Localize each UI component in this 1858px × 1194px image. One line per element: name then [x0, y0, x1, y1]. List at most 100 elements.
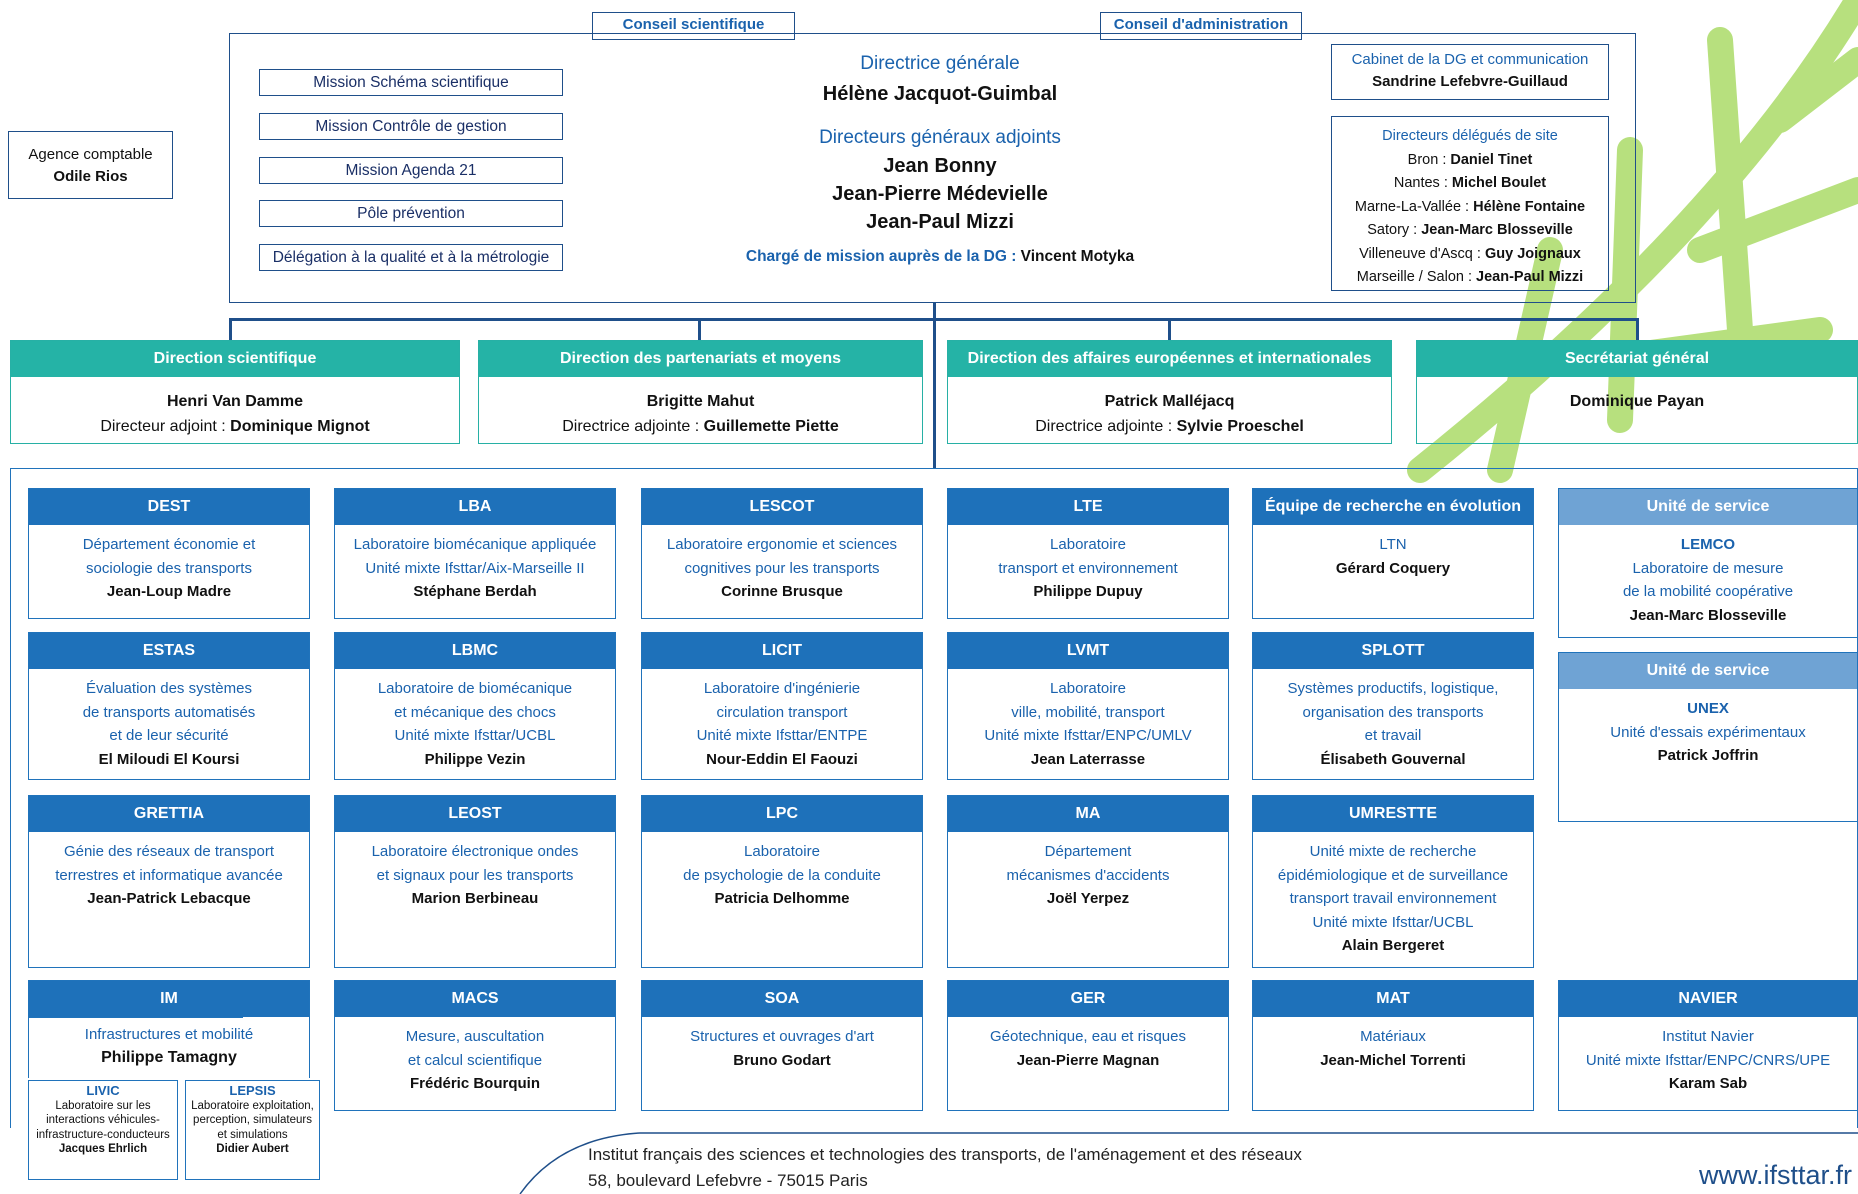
connector-line [1168, 318, 1171, 340]
unit-code: SPLOTT [1253, 633, 1533, 669]
unit-code: UMRESTTE [1253, 796, 1533, 832]
service-code: UNEX [1687, 700, 1729, 717]
direction-block: Direction des affaires européennes et in… [947, 340, 1392, 444]
unit-desc: Unité mixte Ifsttar/ENPC/UMLV [984, 727, 1192, 744]
direction-deputy: Directrice adjointe : Guillemette Piette [562, 418, 839, 435]
service-head-name: Jean-Marc Blosseville [1629, 606, 1787, 624]
direction-body: Brigitte Mahut Directrice adjointe : Gui… [479, 377, 922, 443]
unit-code: SOA [642, 981, 922, 1017]
direction-block: Direction scientifique Henri Van Damme D… [10, 340, 460, 444]
footer-web-link[interactable]: www.ifsttar.fr [1698, 1160, 1852, 1190]
unit-desc: Laboratoire [744, 843, 820, 860]
direction-title: Direction des partenariats et moyens [479, 341, 922, 377]
connector-line [1636, 318, 1639, 340]
direction-name: Patrick Malléjacq [1104, 393, 1235, 410]
dg-title: Directrice générale [860, 53, 1020, 74]
unit-desc: et travail [1364, 727, 1422, 744]
unit-code: IM [29, 981, 309, 1017]
sub-unit-card: LEPSIS Laboratoire exploitation, percept… [185, 1080, 320, 1180]
mission-item: Délégation à la qualité et à la métrolog… [259, 244, 563, 271]
unit-head: Karam Sab [1668, 1075, 1748, 1092]
unit-desc: et signaux pour les transports [376, 866, 574, 884]
unit-desc: de psychologie de la conduite [683, 866, 881, 884]
unit-desc: et calcul scientifique [407, 1051, 543, 1069]
unit-head: El Miloudi El Koursi [98, 750, 240, 768]
unit-head: Philippe Tamagny [101, 1049, 237, 1066]
service-head: Unité de service [1559, 653, 1857, 689]
unit-desc: transport travail environnement [1289, 890, 1497, 907]
unit-desc: Systèmes productifs, logistique, [1287, 680, 1499, 697]
unit-code: LTE [948, 489, 1228, 525]
delegate-site: Satory : Jean-Marc Blosseville [1367, 222, 1573, 238]
unit-desc: et mécanique des chocs [394, 703, 556, 721]
unit-card: GRETTIA Génie des réseaux de transport te… [28, 795, 310, 968]
unit-head: Alain Bergeret [1341, 937, 1445, 954]
unit-card: Équipe de recherche en évolution LTN Géra… [1252, 488, 1534, 619]
unit-desc: Unité mixte Ifsttar/UCBL [394, 727, 556, 744]
sub-unit-code: LEPSIS [229, 1083, 276, 1098]
unit-desc: Génie des réseaux de transport [63, 843, 275, 860]
delegates-title: Directeurs délégués de site [1382, 128, 1558, 144]
direction-deputy: Directeur adjoint : Dominique Mignot [100, 418, 370, 435]
delegate-site: Nantes : Michel Boulet [1393, 175, 1547, 191]
unit-code: LESCOT [642, 489, 922, 525]
unit-head: Jean-Michel Torrenti [1320, 1051, 1466, 1069]
unit-desc: Département [1044, 843, 1132, 860]
unit-desc: LTN [1379, 536, 1407, 553]
unit-code: GRETTIA [29, 796, 309, 832]
charge-label: Chargé de mission auprès de la DG : [745, 248, 1017, 265]
unit-desc: sociologie des transports [86, 559, 252, 577]
connector-line [698, 318, 701, 340]
unit-code: LEOST [335, 796, 615, 832]
delegate-site: Bron : Daniel Tinet [1407, 151, 1533, 168]
direction-body: Dominique Payan [1417, 377, 1857, 443]
sub-unit-card: LIVIC Laboratoire sur les interactions v… [28, 1080, 178, 1180]
unit-desc: Infrastructures et mobilité [84, 1026, 254, 1043]
direction-name: Dominique Payan [1569, 393, 1705, 410]
unit-code: LICIT [642, 633, 922, 669]
unit-desc: Laboratoire d'ingénierie [703, 680, 861, 697]
unit-desc: Unité mixte Ifsttar/UCBL [1312, 913, 1474, 931]
unit-code: ESTAS [29, 633, 309, 669]
dg-center: Directrice générale Hélène Jacquot-Guimb… [640, 50, 1240, 270]
unit-code: LVMT [948, 633, 1228, 669]
unit-desc: de transports automatisés [82, 703, 256, 721]
mission-item: Mission Agenda 21 [259, 157, 563, 184]
unit-head: Corinne Brusque [721, 583, 843, 600]
unit-head: Nour-Eddin El Faouzi [706, 750, 858, 768]
delegate-site: Villeneuve d'Ascq : Guy Joignaux [1359, 245, 1581, 262]
direction-name: Henri Van Damme [166, 393, 304, 410]
unit-head: Gérard Coquery [1335, 559, 1451, 577]
connector-line [229, 318, 232, 340]
footer-curve [519, 1132, 1858, 1194]
dg-name: Hélène Jacquot-Guimbal [822, 83, 1058, 105]
delegate-site: Marseille / Salon : Jean-Paul Mizzi [1356, 269, 1584, 285]
unit-code: Équipe de recherche en évolution [1253, 489, 1533, 525]
unit-head: Joël Yerpez [1046, 890, 1130, 907]
footer-line1: Institut français des sciences et techno… [588, 1145, 1302, 1164]
sub-unit-code: LIVIC [86, 1083, 120, 1098]
cabinet-title: Cabinet de la DG et communication [1351, 51, 1589, 68]
unit-desc: ville, mobilité, transport [1011, 703, 1165, 721]
unit-desc: terrestres et informatique avancée [55, 866, 283, 884]
service-code: LEMCO [1680, 536, 1736, 553]
conseil-administration-tag: Conseil d'administration [1100, 12, 1302, 40]
direction-title: Secrétariat général [1417, 341, 1857, 377]
unit-desc: Unité mixte Ifsttar/ENTPE [696, 727, 868, 744]
unit-desc: Unité mixte de recherche [1309, 843, 1477, 860]
deputy-name: Jean-Pierre Médevielle [832, 183, 1048, 205]
unit-desc: circulation transport [716, 703, 848, 721]
deputy-name: Jean Bonny [883, 155, 997, 177]
sub-unit-desc: Laboratoire sur les [55, 1099, 151, 1112]
unit-desc: transport et environnement [998, 559, 1178, 577]
unit-card: LESCOT Laboratoire ergonomie et sciences… [641, 488, 923, 619]
unit-head: Jean Laterrasse [1030, 750, 1146, 768]
